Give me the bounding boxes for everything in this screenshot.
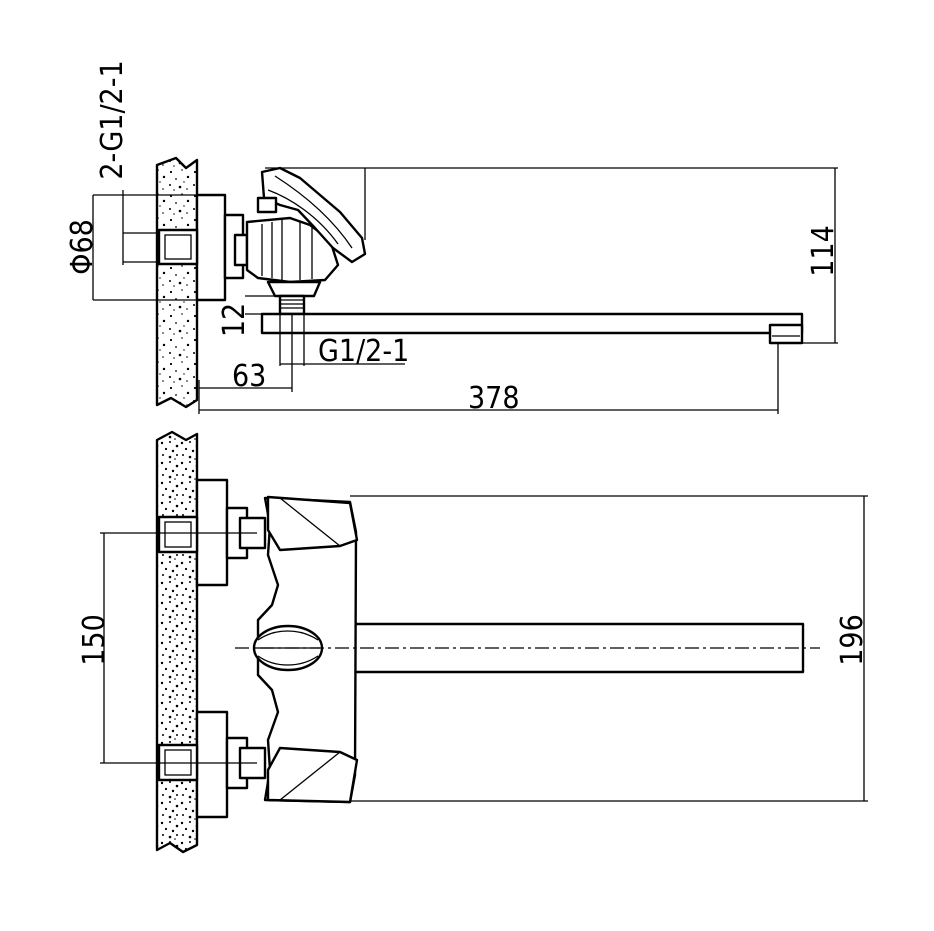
- dim-offset: 63: [232, 359, 266, 394]
- outlet-thread: [278, 294, 306, 316]
- wall-section-bottom: [155, 430, 199, 854]
- side-view: 2-G1/2-1 Φ68 114 12 G1/2-1 63 378: [65, 60, 841, 416]
- lower-flange: [195, 710, 229, 819]
- lower-lever: [266, 746, 359, 804]
- outlet-nut: [266, 280, 322, 298]
- dim-spout-reach: 378: [468, 381, 520, 416]
- side-dimension-lines: [92, 167, 838, 414]
- dim-width: 196: [835, 614, 870, 666]
- top-dimension-lines: [100, 495, 868, 802]
- dim-inlet-spacing: 150: [77, 614, 112, 666]
- wall-section-top: [155, 156, 199, 409]
- spout: [260, 312, 804, 335]
- dim-inlet-thread: 2-G1/2-1: [95, 60, 130, 179]
- dim-outlet-thread: G1/2-1: [318, 334, 409, 369]
- wall-flange: [195, 193, 227, 302]
- dim-height: 114: [806, 225, 841, 277]
- lever-handle: [260, 166, 367, 264]
- top-view: 150 196: [77, 430, 870, 854]
- aerator: [768, 323, 804, 345]
- dim-thread-depth: 12: [217, 303, 252, 337]
- dim-flange-diameter: Φ68: [65, 219, 100, 275]
